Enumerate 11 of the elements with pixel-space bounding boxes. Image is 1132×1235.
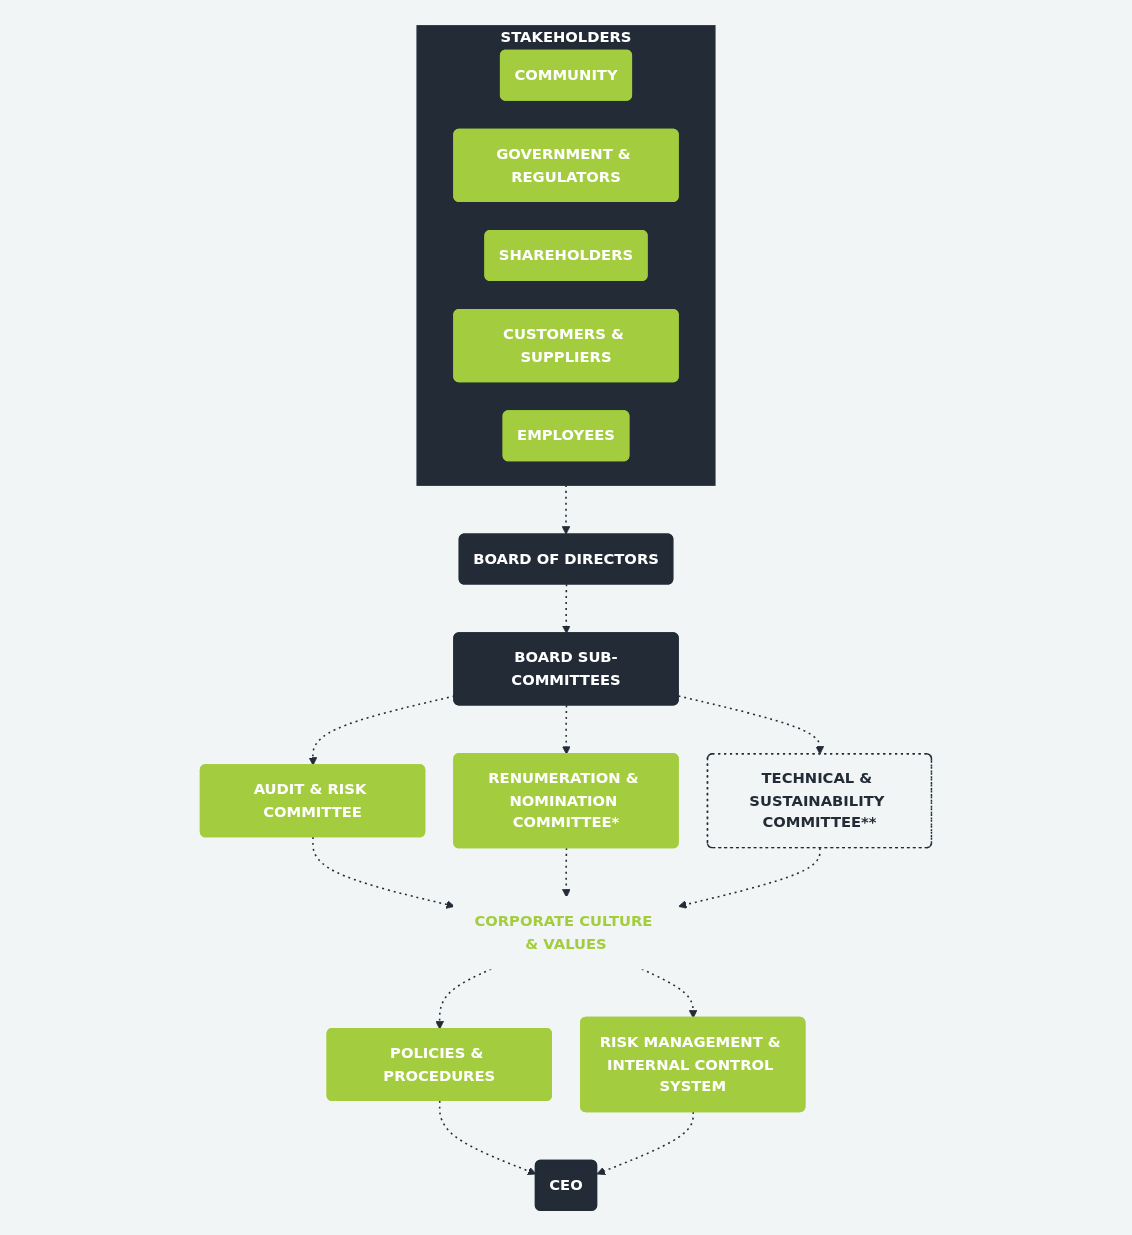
- arrow: [640, 967, 698, 1018]
- arrow: [562, 846, 571, 898]
- arrow: [312, 835, 455, 909]
- arrow: [561, 483, 571, 535]
- arrow: [435, 967, 493, 1030]
- arrow: [678, 846, 821, 909]
- arrow: [562, 583, 571, 634]
- arrow: [596, 1110, 694, 1175]
- arrow: [677, 694, 825, 755]
- arrow: [562, 703, 571, 755]
- node-text: CORPORATE CULTURE & VALUES: [474, 911, 653, 952]
